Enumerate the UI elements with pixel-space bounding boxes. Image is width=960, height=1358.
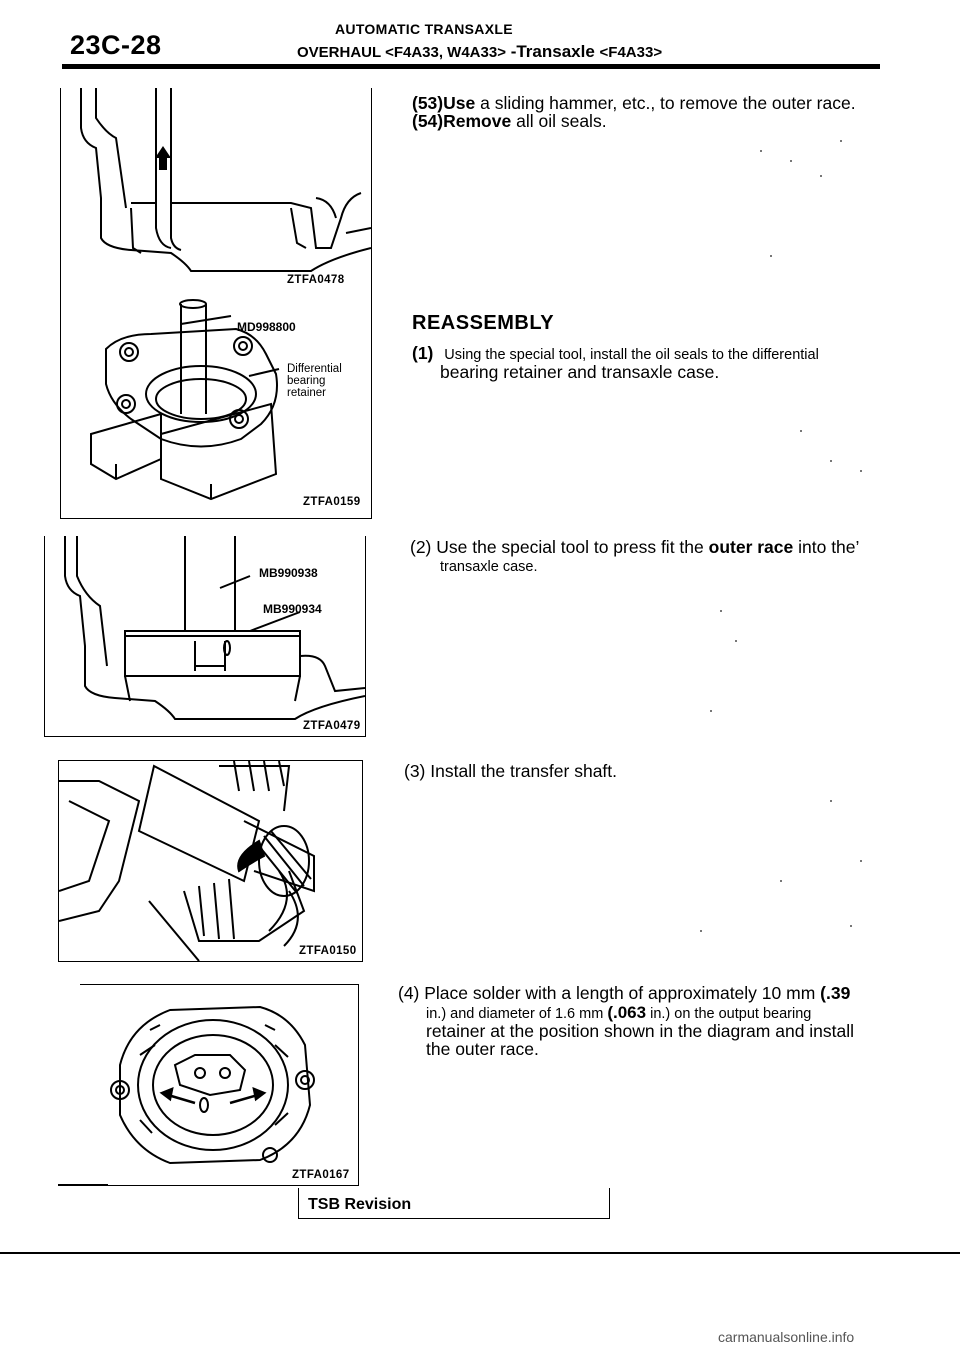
step-4-line-2b: (.063 bbox=[607, 1003, 647, 1022]
tool-label-2: MB990934 bbox=[263, 602, 322, 616]
section-title: AUTOMATIC TRANSAXLE bbox=[335, 21, 513, 37]
figure-solder-placement: ZTFA0167 bbox=[80, 984, 359, 1186]
step-2-text-b: outer race bbox=[708, 537, 794, 557]
measurement-arrows bbox=[159, 1086, 267, 1105]
step-53-text: a sliding hammer, etc., to remove the ou… bbox=[480, 93, 856, 113]
figure-code: ZTFA0479 bbox=[303, 720, 361, 732]
reassembly-step-2: (2) Use the special tool to press fit th… bbox=[410, 536, 859, 558]
step-2-text-c: into the’ bbox=[793, 537, 860, 557]
solder-placement-illustration bbox=[110, 1005, 315, 1165]
subtitle-mid: -Transaxle bbox=[505, 42, 600, 61]
header-rule bbox=[62, 64, 880, 69]
oil-seal-install-illustration bbox=[90, 299, 280, 501]
component-label-2: bearing bbox=[287, 375, 326, 387]
footer-rule bbox=[0, 1252, 960, 1254]
tsb-revision-box bbox=[298, 1188, 610, 1219]
step-4-text-b: (.39 bbox=[820, 983, 851, 1003]
watermark: carmanualsonline.info bbox=[718, 1329, 855, 1345]
reassembly-heading: REASSEMBLY bbox=[412, 312, 555, 334]
figure-outer-race-removal: ZTFA0478 bbox=[60, 88, 372, 295]
figure-rule bbox=[58, 1184, 108, 1186]
transfer-shaft-illustration bbox=[59, 761, 315, 961]
subtitle-suffix: <F4A33> bbox=[599, 44, 663, 61]
page-number: 23C-28 bbox=[70, 30, 162, 60]
reassembly-step-3: (3) Install the transfer shaft. bbox=[404, 761, 618, 781]
figure-outer-race-press: MB990938 MB990934 ZTFA0479 bbox=[44, 536, 366, 737]
step-4-text-a: (4) Place solder with a length of approx… bbox=[398, 983, 821, 1003]
figure-oil-seal-install: MD998800 Differential bearing retainer Z… bbox=[60, 294, 372, 519]
step-54: (54)Remove all oil seals. bbox=[412, 110, 607, 132]
subtitle-prefix: OVERHAUL <F4A33, W4A33> bbox=[297, 44, 506, 61]
step-2-text-continued: transaxle case. bbox=[440, 559, 538, 575]
reassembly-step-4: (4) Place solder with a length of approx… bbox=[398, 982, 850, 1004]
tool-label: MD998800 bbox=[237, 320, 296, 334]
step-53: (53)Use a sliding hammer, etc., to remov… bbox=[412, 92, 856, 114]
step-53-number: (53)Use bbox=[412, 93, 476, 113]
step-54-number: (54)Remove bbox=[412, 111, 512, 131]
step-1-number: (1) bbox=[412, 343, 434, 363]
reassembly-step-1: (1) Using the special tool, install the … bbox=[412, 342, 819, 366]
outer-race-removal-illustration bbox=[80, 88, 371, 272]
step-1-text: Using the special tool, install the oil … bbox=[444, 347, 819, 363]
step-1-text-continued: bearing retainer and transaxle case. bbox=[440, 362, 720, 382]
up-arrow-icon bbox=[155, 146, 171, 170]
figure-code: ZTFA0167 bbox=[292, 1169, 350, 1181]
step-4-line-2c: in.) on the output bearing bbox=[646, 1006, 812, 1022]
tsb-revision-label: TSB Revision bbox=[308, 1196, 412, 1213]
step-2-text-a: (2) Use the special tool to press fit th… bbox=[410, 537, 709, 557]
step-4-line-4: the outer race. bbox=[426, 1039, 539, 1059]
component-label-3: retainer bbox=[287, 387, 326, 399]
section-subtitle: OVERHAUL <F4A33, W4A33> -Transaxle <F4A3… bbox=[297, 42, 662, 62]
step-4-line-3: retainer at the position shown in the di… bbox=[426, 1021, 855, 1041]
figure-transfer-shaft: ZTFA0150 bbox=[58, 760, 363, 962]
step-54-text: all oil seals. bbox=[516, 111, 607, 131]
figure-code: ZTFA0159 bbox=[303, 496, 361, 508]
figure-code: ZTFA0150 bbox=[299, 945, 357, 957]
step-4-line-2a: in.) and diameter of 1.6 mm bbox=[426, 1006, 608, 1022]
component-label-1: Differential bbox=[287, 363, 342, 375]
tool-label-1: MB990938 bbox=[259, 566, 318, 580]
step-4-line-2: in.) and diameter of 1.6 mm (.063 in.) o… bbox=[426, 1002, 811, 1025]
figure-code: ZTFA0478 bbox=[287, 274, 345, 286]
outer-race-press-illustration bbox=[64, 536, 365, 720]
